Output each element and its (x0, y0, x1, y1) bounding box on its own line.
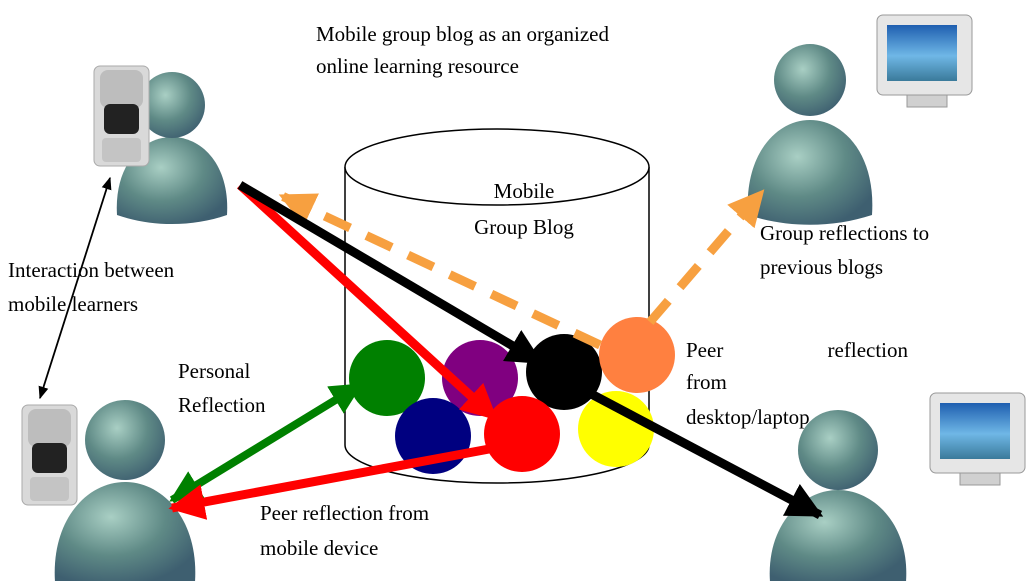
group-label-line1: Group reflections to (760, 221, 929, 245)
ball-yellow (578, 391, 654, 467)
interaction-label-line1: Interaction between (8, 258, 175, 282)
orange-dashed-arrow-to-top-left (278, 191, 602, 350)
red-arrow-to-ball (236, 181, 499, 422)
blog-label-line1: Mobile (494, 179, 555, 203)
learner-top-right (747, 44, 873, 225)
ball-green (349, 340, 425, 416)
ball-orange (599, 317, 675, 393)
blog-label-line2: Group Blog (474, 215, 574, 239)
learner-bottom-left (54, 400, 196, 581)
ball-red (484, 396, 560, 472)
mobile-phone-icon-top (93, 65, 150, 167)
black-arrow-to-ball (237, 181, 544, 366)
group-label-line2: previous blogs (760, 255, 883, 279)
peer-mobile-label-line2: mobile device (260, 536, 378, 560)
black-arrow-to-bottom-right (577, 384, 824, 519)
peer-desktop-word2: reflection (828, 338, 909, 362)
personal-label-line1: Personal (178, 359, 250, 383)
peer-desktop-line2: from (686, 370, 727, 394)
peer-mobile-label-line1: Peer reflection from (260, 501, 429, 525)
mobile-phone-icon-bottom (21, 404, 78, 506)
personal-label-line2: Reflection (178, 393, 266, 417)
title-line1: Mobile group blog as an organized (316, 22, 609, 46)
red-arrow-to-bottom-left (168, 442, 501, 520)
peer-desktop-line3: desktop/laptop (686, 405, 810, 429)
title-line2: online learning resource (316, 54, 519, 78)
green-arrow-bidirectional (169, 381, 363, 504)
desktop-monitor-icon-bottom (929, 392, 1026, 486)
desktop-monitor-icon-top (876, 14, 973, 108)
interaction-arrow (38, 176, 112, 400)
interaction-label-line2: mobile learners (8, 292, 138, 316)
orange-dashed-arrow-to-top-right (646, 189, 766, 325)
peer-desktop-word1: Peer (686, 338, 723, 362)
